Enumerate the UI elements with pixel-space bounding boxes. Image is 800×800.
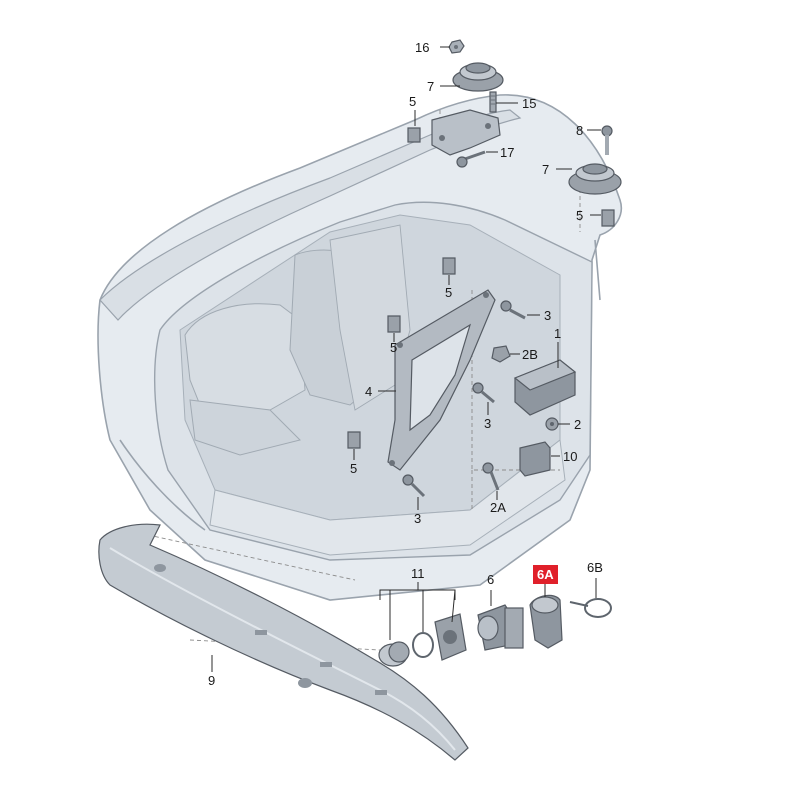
clip-5-right [601, 209, 615, 227]
bumper-bar-9 [98, 523, 469, 761]
clip-5-upper [407, 127, 421, 143]
cable-tie-6b [569, 598, 612, 618]
callout-6: 6 [487, 572, 494, 587]
callout-6a-highlight [533, 565, 558, 584]
callout-5-c: 5 [445, 285, 452, 300]
bracket-upper [431, 109, 501, 156]
callout-7-upper: 7 [427, 79, 434, 94]
module-10 [519, 441, 551, 477]
rear-seat-cushion [189, 399, 301, 456]
control-module-1 [513, 359, 577, 416]
screw-3-a [500, 300, 526, 320]
boot-floor [209, 439, 566, 556]
buzzer-7-right [568, 163, 622, 195]
clip-5-e [347, 431, 361, 449]
bolt-8 [601, 125, 613, 155]
nut-16 [448, 39, 465, 54]
vehicle-body [97, 94, 622, 601]
screw-17 [456, 150, 486, 168]
nut-2b [491, 345, 511, 363]
leader-lines [211, 46, 601, 672]
callout-5-upper: 5 [409, 94, 416, 109]
callout-16: 16 [415, 40, 429, 55]
callout-1: 1 [554, 326, 561, 341]
callout-2: 2 [574, 417, 581, 432]
screw-3-b [472, 382, 495, 404]
callout-2a: 2A [490, 500, 506, 515]
stud-15 [489, 91, 497, 113]
callout-5-e: 5 [350, 461, 357, 476]
buzzer-7-upper [452, 62, 504, 92]
callout-5-d: 5 [390, 340, 397, 355]
callout-3-c: 3 [414, 511, 421, 526]
callout-8: 8 [576, 123, 583, 138]
sensor-kit-11 [378, 613, 467, 667]
callout-4: 4 [365, 384, 372, 399]
sensor-holder-6a [529, 594, 563, 649]
callout-11: 11 [411, 566, 425, 581]
callout-9: 9 [208, 673, 215, 688]
clip-5-c [442, 257, 456, 275]
callout-5-right: 5 [576, 208, 583, 223]
clip-5-d [387, 315, 401, 333]
callout-3-b: 3 [484, 416, 491, 431]
callout-10: 10 [563, 449, 577, 464]
callout-labels: 16 7 5 15 17 8 7 5 5 3 1 5 2B 4 3 2 10 5… [208, 40, 603, 688]
screw-3-c [402, 474, 426, 498]
callout-15: 15 [522, 96, 536, 111]
body-crease-1 [119, 439, 206, 531]
callout-7-right: 7 [542, 162, 549, 177]
callout-17: 17 [500, 145, 514, 160]
bracket-4 [387, 289, 496, 471]
screw-2a [482, 462, 500, 491]
callout-6b: 6B [587, 560, 603, 575]
callout-2b: 2B [522, 347, 538, 362]
body-crease-2 [594, 239, 601, 301]
parking-sensor-6 [477, 604, 524, 651]
rear-seat-back [184, 303, 306, 411]
nut-2 [545, 417, 559, 431]
callout-6a: 6A [537, 567, 554, 582]
callout-3-a: 3 [544, 308, 551, 323]
